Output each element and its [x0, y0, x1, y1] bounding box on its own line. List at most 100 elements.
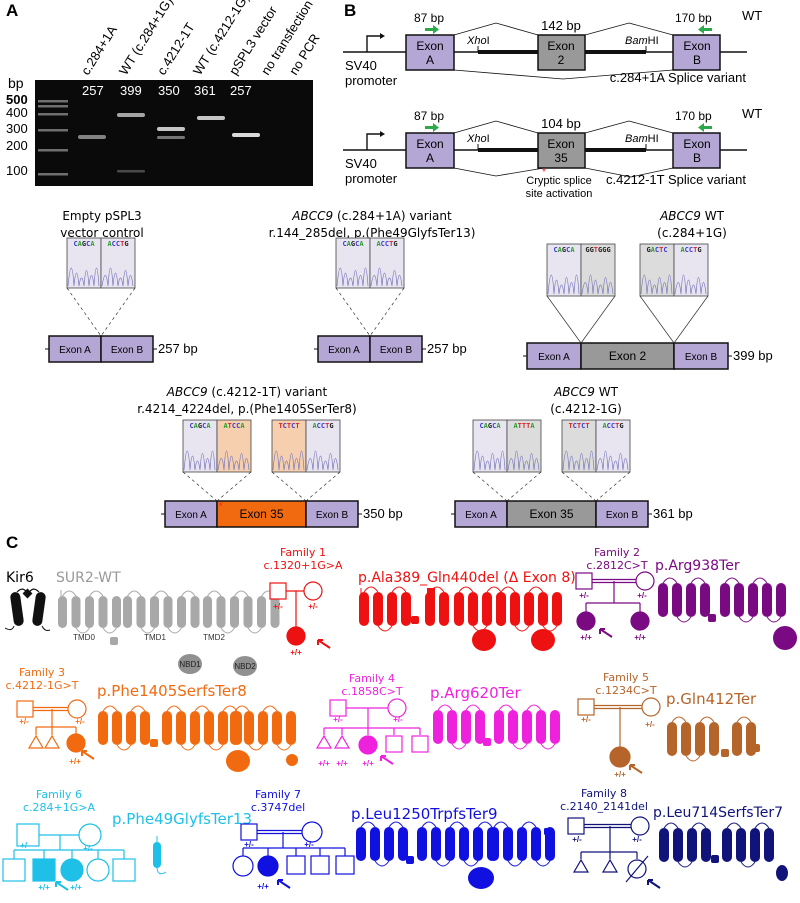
transcript-exon-label: Exon A	[328, 345, 360, 356]
reverse-primer-icon	[698, 123, 712, 132]
zoom-line	[472, 471, 508, 502]
pedigree-male	[310, 855, 330, 875]
chromatogram-sequence: CAGCA	[73, 240, 95, 248]
transcript-exon	[369, 335, 423, 363]
genotype-label: +/-	[393, 715, 403, 724]
chromatogram-trace	[507, 450, 540, 471]
helix	[126, 711, 136, 745]
pedigree-miscarriage	[601, 858, 619, 873]
helix	[216, 596, 226, 628]
pedigree-female	[303, 581, 323, 601]
exon-a-label: A	[426, 53, 434, 67]
helix	[468, 592, 478, 626]
helix	[538, 592, 548, 626]
exon-b-label: Exon	[683, 39, 710, 53]
chromatogram-sequence: ATTTA	[513, 422, 535, 430]
linker-box	[708, 614, 716, 622]
transcript-subtitle: (c.4212-1G)	[550, 402, 622, 416]
helix	[720, 583, 730, 617]
family-name: Family 1	[280, 546, 326, 559]
promoter-label: SV40	[345, 58, 377, 73]
transcript-subtitle: r.4214_4224del, p.(Phe1405SerTer8)	[137, 402, 356, 416]
helix	[489, 827, 499, 861]
transcript-title-text: (c.284+1A) variant	[333, 209, 452, 223]
xhoi-site-label: XhoI	[466, 133, 490, 145]
loop	[449, 821, 465, 828]
gel-bands	[38, 100, 260, 176]
zoom-line	[673, 295, 709, 344]
loop	[514, 625, 530, 632]
gene-name: ABCC9	[291, 209, 333, 223]
helix	[700, 583, 710, 617]
helix	[203, 596, 212, 628]
bamhi-site-label: BamHI	[625, 133, 659, 145]
loop	[699, 716, 715, 723]
gene-name: ABCC9	[659, 209, 701, 223]
helix	[270, 596, 280, 628]
loop	[234, 590, 249, 597]
helix	[286, 711, 296, 745]
kir6-helix	[10, 592, 24, 626]
helix	[153, 842, 161, 868]
protein-change: p.Arg938Ter	[655, 558, 740, 574]
transmembrane-helices	[203, 590, 280, 634]
pedigree-miscarriage	[333, 734, 351, 749]
helix	[177, 596, 186, 628]
pedigree-miscarriage	[27, 734, 45, 749]
genotype-label: +/+	[318, 759, 330, 768]
transmembrane-helices	[659, 822, 711, 868]
loop	[754, 822, 770, 829]
exon-b-label: B	[693, 53, 701, 67]
zoom-line	[595, 471, 631, 502]
loop	[248, 744, 264, 751]
helix	[401, 592, 411, 626]
loop	[220, 627, 235, 634]
helix	[482, 592, 492, 626]
chromatogram-trace	[183, 450, 216, 471]
chromatogram-sequence: ACCTG	[680, 246, 701, 254]
pedigree-female	[67, 699, 87, 719]
genotype-label: +/+	[336, 759, 348, 768]
ladder-band	[38, 100, 68, 103]
chromatogram-panel	[100, 237, 136, 289]
loop	[690, 577, 706, 584]
transcript-title-text: (c.4212-1T) variant	[208, 385, 328, 399]
ladder-band	[38, 149, 68, 152]
linker-box	[411, 616, 419, 624]
transmembrane-helices	[433, 704, 485, 750]
genotype-label: +/-	[632, 835, 642, 844]
helix	[176, 711, 186, 745]
loop	[75, 627, 90, 634]
transcript-exon-label: Exon A	[59, 345, 91, 356]
genotype-label: +/+	[580, 633, 592, 642]
zoom-line	[66, 287, 102, 337]
exon-b-box	[672, 34, 721, 71]
linker-box	[406, 856, 414, 864]
gel-lane-size: 399	[120, 83, 142, 98]
helix	[659, 828, 669, 862]
ladder-label: 100	[6, 163, 28, 178]
ladder-label: 300	[6, 121, 28, 136]
transcript-size: 350 bp	[363, 506, 403, 521]
transcript-exon-label: Exon B	[380, 345, 413, 356]
chromatogram-sequence: ACCTG	[107, 240, 128, 248]
genotype-label: +/-	[19, 717, 29, 726]
chromatogram-sequence: GACTC	[646, 246, 667, 254]
helix	[508, 710, 518, 744]
transcript-subtitle: (c.284+1G)	[657, 226, 727, 240]
pedigree-affected-female	[576, 611, 596, 631]
loop	[752, 577, 768, 584]
transmembrane-helices	[667, 716, 719, 762]
loop	[726, 822, 742, 829]
loop	[180, 744, 196, 751]
transmembrane-helices	[123, 590, 200, 634]
transcript-title: ABCC9 WT	[659, 209, 725, 223]
pedigree-male	[16, 700, 34, 718]
family-name: Family 5	[603, 671, 649, 684]
loop	[542, 625, 558, 632]
loop	[102, 705, 118, 712]
